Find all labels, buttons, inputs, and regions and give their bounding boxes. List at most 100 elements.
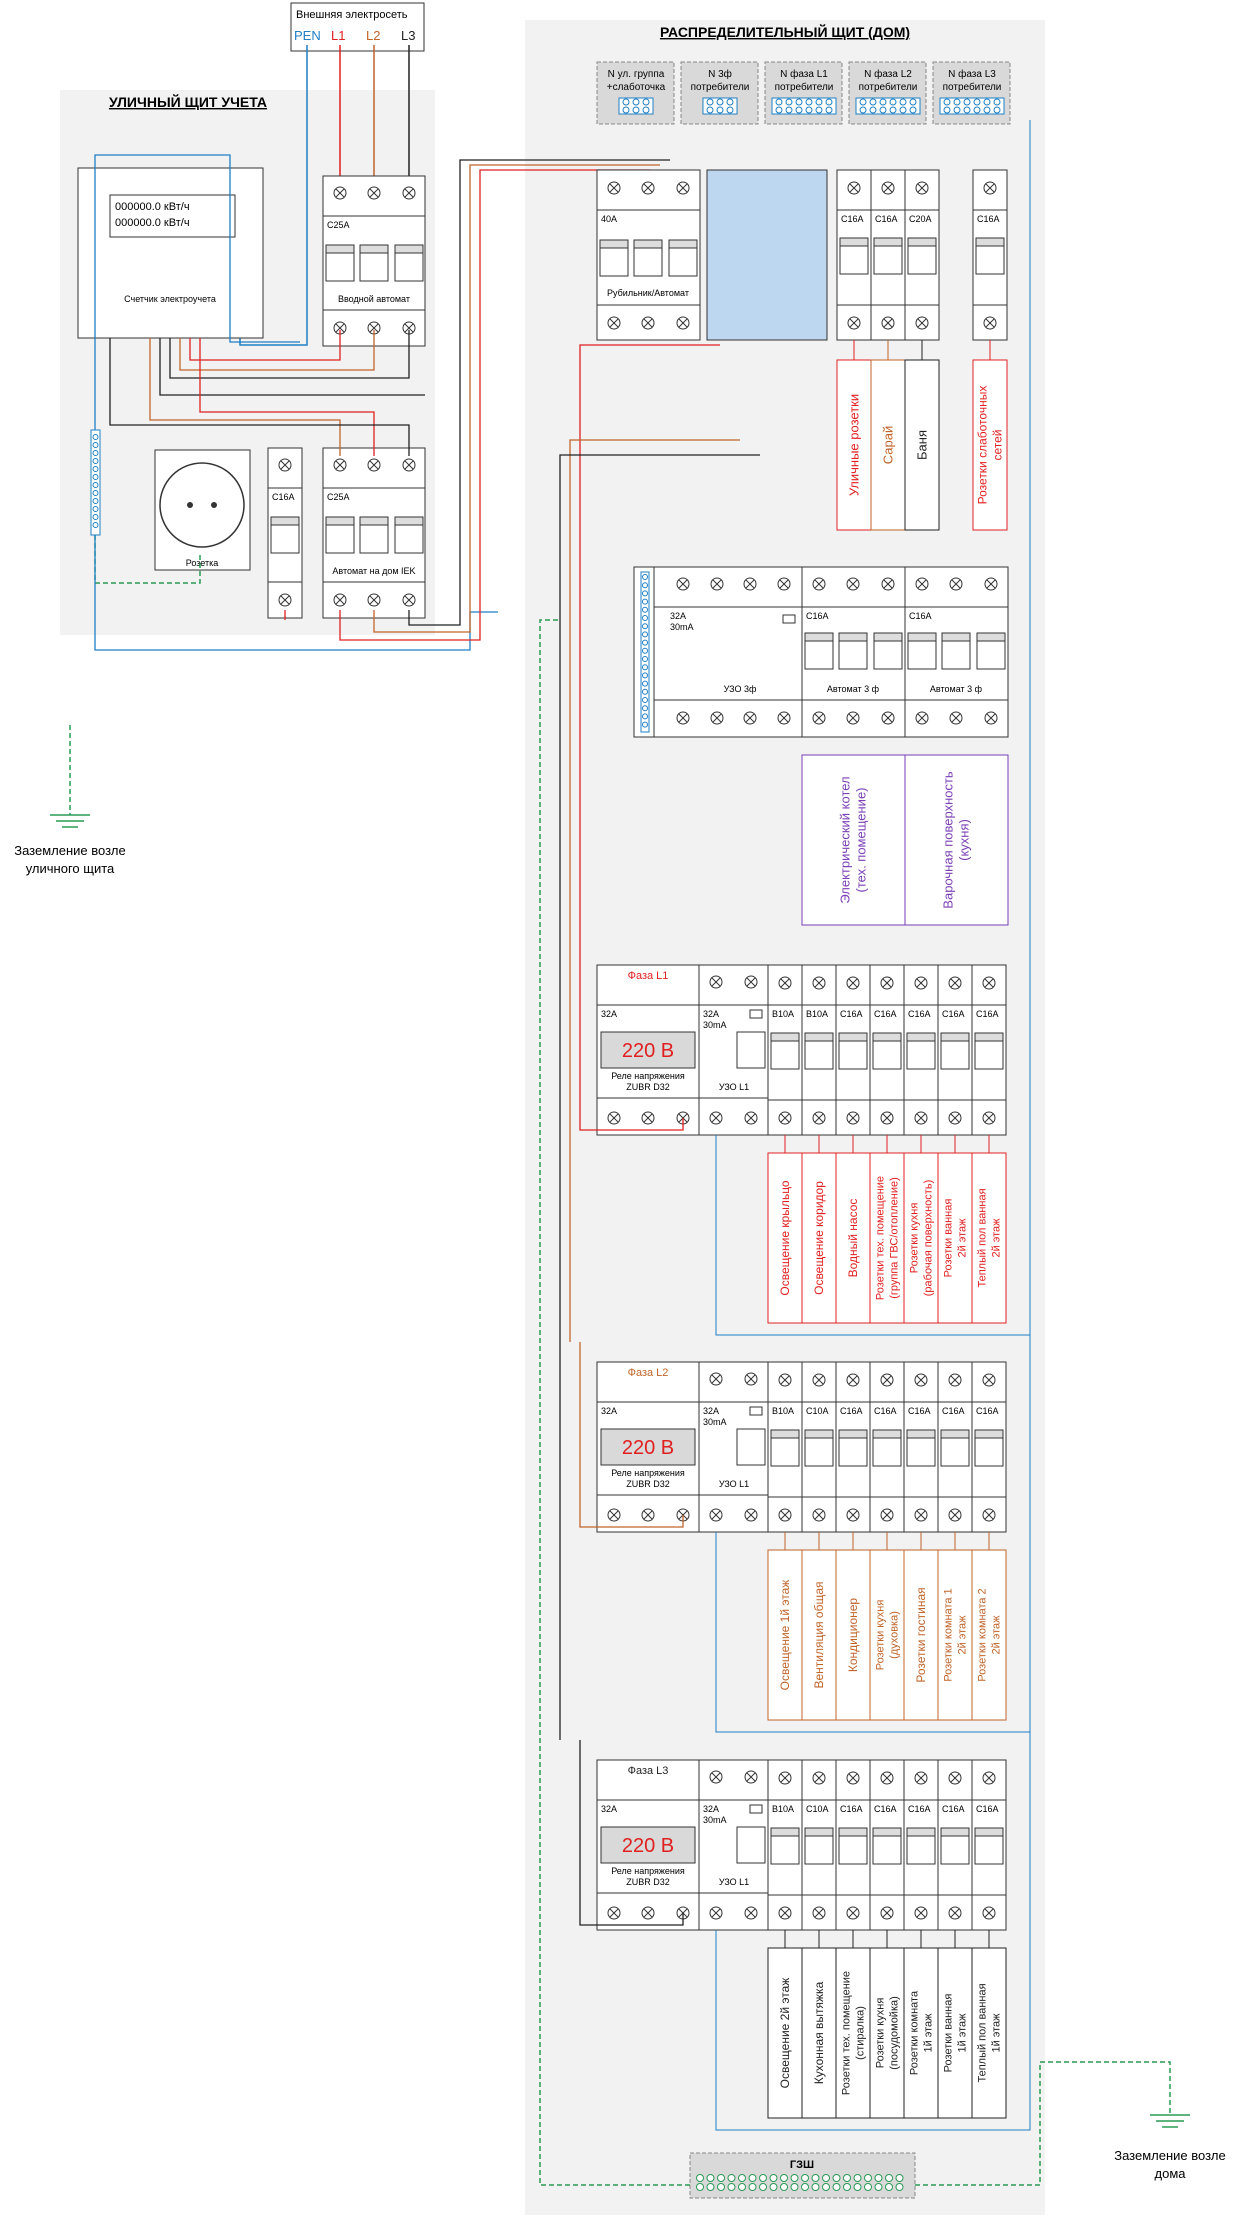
relay-rating: 32A	[601, 1804, 617, 1814]
n-bar-label: потребители	[859, 81, 918, 93]
load-label: Кухонная вытяжка	[812, 1981, 826, 2084]
relay-label-1: Реле напряжения	[611, 1468, 685, 1478]
rcd-rating-2: 30mA	[703, 1020, 727, 1030]
breaker-rating: B10A	[772, 1406, 794, 1416]
load-label: (посудомойка)	[889, 1996, 901, 2070]
meter-label: Счетчик электроучета	[124, 294, 216, 304]
three-phase-loads: Электрический котел(тех. помещение)Вароч…	[801, 754, 1009, 926]
rcd-rating-1: 32A	[703, 1009, 719, 1019]
breaker-rating: C16A	[908, 1406, 931, 1416]
load-label: Розетки комната 2	[977, 1588, 989, 1681]
n-bar-label: потребители	[691, 81, 750, 93]
pen-label: PEN	[294, 28, 321, 43]
phase-title: Фаза L2	[628, 1367, 669, 1379]
breaker-rating: C10A	[806, 1406, 829, 1416]
load-label: (духовка)	[889, 1611, 901, 1659]
load-label: Вентиляция общая	[812, 1581, 826, 1688]
breaker-rating: C16A	[977, 214, 1000, 224]
n-bar-label: N 3ф	[708, 68, 732, 80]
phase-title: Фаза L3	[628, 1765, 669, 1777]
rcd-label: УЗО L1	[719, 1082, 749, 1092]
outdoor-breakers: C16A C16A C20A C16A	[836, 169, 1008, 341]
load-label: Освещение крыльцо	[778, 1180, 792, 1296]
breaker-rating: C16A	[874, 1406, 897, 1416]
main-ground-bus: ГЗШ	[689, 2152, 916, 2199]
load-label: Розетки кухня	[875, 1600, 887, 1671]
l3-label: L3	[401, 28, 415, 43]
load-box	[767, 1549, 1007, 1721]
rcd3-rating-1: 32A	[670, 611, 686, 621]
rcd-rating-1: 32A	[703, 1406, 719, 1416]
load-label: 2й этаж	[991, 1218, 1003, 1258]
load-label: (кухня)	[956, 819, 971, 861]
load-label: Освещение 1й этаж	[778, 1580, 792, 1691]
load-label: Розетки тех. помещение	[841, 1971, 853, 2095]
breaker-rating: C16A	[840, 1009, 863, 1019]
load-label: Кондиционер	[846, 1598, 860, 1673]
breaker-rating: C16A	[874, 1009, 897, 1019]
load-label: Розетки комната 1	[943, 1588, 955, 1681]
load-label: 2й этаж	[957, 1615, 969, 1655]
n-bar-label: потребители	[943, 81, 1002, 93]
rcd3-label: УЗО 3ф	[724, 684, 757, 694]
main-switch-rating: 40A	[601, 214, 617, 224]
n-bar-label: N фаза L3	[948, 68, 996, 80]
input-rating: C25A	[327, 220, 350, 230]
load-label: (группа ГВС/отопление)	[889, 1177, 901, 1299]
ab3-rating: C16A	[909, 611, 932, 621]
phase-busbar	[706, 169, 828, 341]
load-label: Баня	[914, 430, 929, 460]
relay-label-2: ZUBR D32	[626, 1479, 670, 1489]
ab3-label: Автомат 3 ф	[827, 684, 880, 694]
rcd-rating-1: 32A	[703, 1804, 719, 1814]
load-label: Освещение коридор	[812, 1181, 826, 1295]
rcd-label: УЗО L1	[719, 1479, 749, 1489]
phase-title: Фаза L1	[628, 970, 669, 982]
load-label: Водный насос	[846, 1199, 860, 1278]
relay-label-2: ZUBR D32	[626, 1877, 670, 1887]
street-panel-title: УЛИЧНЫЙ ЩИТ УЧЕТА	[109, 93, 267, 110]
breaker-rating: C16A	[875, 214, 898, 224]
load-label: Теплый пол ванная	[977, 1983, 989, 2082]
meter-reading-2: 000000.0 кВт/ч	[115, 217, 190, 229]
external-supply-title: Внешняя электросеть	[296, 9, 408, 21]
electricity-meter: 000000.0 кВт/ч 000000.0 кВт/ч Счетчик эл…	[77, 167, 264, 339]
breaker-rating: C16A	[976, 1804, 999, 1814]
socket-breaker-rating: C16A	[272, 492, 295, 502]
ab3-rating: C16A	[806, 611, 829, 621]
meter-reading-1: 000000.0 кВт/ч	[115, 201, 190, 213]
relay-display: 220 В	[622, 1437, 674, 1459]
breaker-rating: C16A	[840, 1406, 863, 1416]
load-label: Варочная поверхность	[940, 771, 955, 909]
load-box	[767, 1947, 1007, 2119]
load-label: Теплый пол ванная	[977, 1188, 989, 1287]
l2-label: L2	[366, 28, 380, 43]
breaker-rating: C16A	[841, 214, 864, 224]
house-ground: Заземление возле дома	[539, 619, 1226, 2186]
breaker-rating: C16A	[840, 1804, 863, 1814]
main-switch: 40A Рубильник/Автомат	[596, 169, 701, 341]
load-label: 1й этаж	[957, 2013, 969, 2053]
breaker-rating: C16A	[942, 1406, 965, 1416]
load-label: 1й этаж	[991, 2013, 1003, 2053]
relay-rating: 32A	[601, 1406, 617, 1416]
load-label: Розетки слаботочных	[976, 386, 990, 505]
house-ground-label-1: Заземление возле	[1114, 2148, 1226, 2163]
street-input-breaker: C25A Вводной автомат	[322, 175, 426, 347]
load-label: 2й этаж	[957, 1218, 969, 1258]
street-ground-label-2: уличного щита	[26, 861, 115, 876]
street-socket: Розетка	[154, 449, 251, 571]
load-label: Розетки кухня	[909, 1203, 921, 1274]
main-switch-label: Рубильник/Автомат	[607, 288, 689, 298]
breaker-rating: C16A	[874, 1804, 897, 1814]
street-socket-breaker: C16A	[267, 447, 303, 619]
load-label: (стиралка)	[855, 2006, 867, 2060]
breaker-rating: C20A	[909, 214, 932, 224]
house-ground-label-2: дома	[1155, 2166, 1187, 2181]
relay-rating: 32A	[601, 1009, 617, 1019]
load-label: Розетки ванная	[943, 1199, 955, 1278]
load-label: 1й этаж	[923, 2013, 935, 2053]
